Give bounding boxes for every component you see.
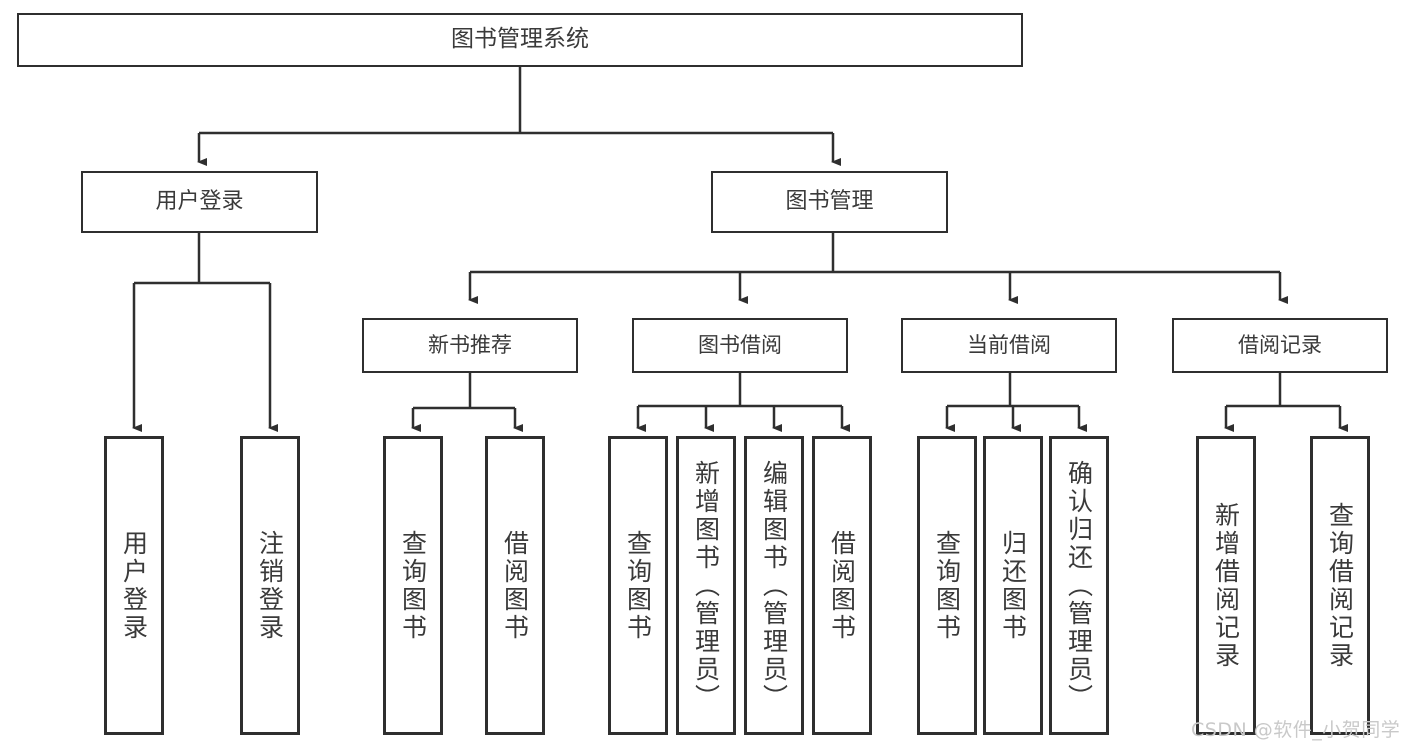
leaf-borrow-add-book-admin[interactable]: 新增图书（管理员）: [676, 436, 736, 735]
node-label: 归还图书: [998, 529, 1028, 642]
node-label: 图书借阅: [698, 332, 782, 357]
node-label: 注销登录: [255, 529, 285, 642]
node-label: 编辑图书（管理员）: [759, 459, 789, 712]
node-label: 查询借阅记录: [1325, 501, 1355, 670]
leaf-newbook-query-book[interactable]: 查询图书: [383, 436, 443, 735]
leaf-borrow-query-book[interactable]: 查询图书: [608, 436, 668, 735]
node-user-login[interactable]: 用户登录: [81, 171, 318, 233]
node-label: 借阅记录: [1238, 332, 1322, 357]
node-label: 用户登录: [119, 529, 149, 642]
leaf-newbook-borrow-book[interactable]: 借阅图书: [485, 436, 545, 735]
node-book-borrow[interactable]: 图书借阅: [632, 318, 848, 373]
leaf-current-query-book[interactable]: 查询图书: [917, 436, 977, 735]
node-label: 新增借阅记录: [1211, 501, 1241, 670]
node-new-book-recommend[interactable]: 新书推荐: [362, 318, 578, 373]
node-label: 图书管理系统: [451, 26, 589, 53]
leaf-user-login[interactable]: 用户登录: [104, 436, 164, 735]
node-label: 查询图书: [623, 529, 653, 642]
node-current-borrow[interactable]: 当前借阅: [901, 318, 1117, 373]
node-borrow-record[interactable]: 借阅记录: [1172, 318, 1388, 373]
leaf-record-query-record[interactable]: 查询借阅记录: [1310, 436, 1370, 735]
leaf-borrow-borrow-book[interactable]: 借阅图书: [812, 436, 872, 735]
leaf-user-logout[interactable]: 注销登录: [240, 436, 300, 735]
node-label: 确认归还（管理员）: [1064, 459, 1094, 712]
node-label: 新书推荐: [428, 332, 512, 357]
node-label: 用户登录: [155, 188, 244, 214]
leaf-current-confirm-return-admin[interactable]: 确认归还（管理员）: [1049, 436, 1109, 735]
node-label: 新增图书（管理员）: [691, 459, 721, 712]
node-label: 查询图书: [932, 529, 962, 642]
node-label: 图书管理: [785, 188, 874, 214]
node-label: 查询图书: [398, 529, 428, 642]
leaf-record-add-record[interactable]: 新增借阅记录: [1196, 436, 1256, 735]
node-label: 当前借阅: [967, 332, 1051, 357]
node-label: 借阅图书: [500, 529, 530, 642]
leaf-borrow-edit-book-admin[interactable]: 编辑图书（管理员）: [744, 436, 804, 735]
leaf-current-return-book[interactable]: 归还图书: [983, 436, 1043, 735]
node-book-management[interactable]: 图书管理: [711, 171, 948, 233]
node-root-system[interactable]: 图书管理系统: [17, 13, 1023, 67]
csdn-watermark: CSDN @软件_小贺同学: [1191, 719, 1401, 741]
node-label: 借阅图书: [827, 529, 857, 642]
